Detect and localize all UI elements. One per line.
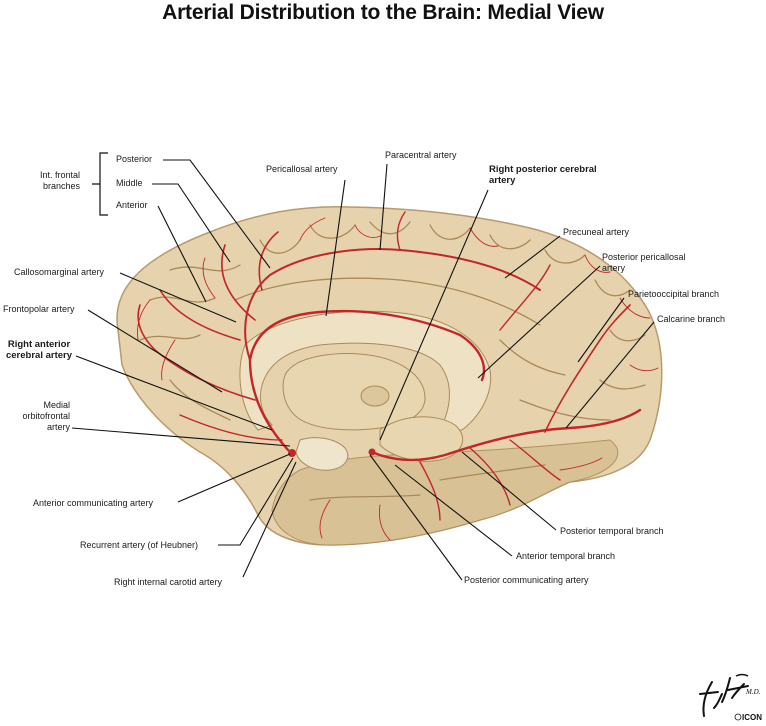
leader-posterior-pericallosal <box>477 265 601 379</box>
label-rpc-line1: Right posterior cerebral <box>489 164 597 175</box>
label-posterior-temporal-branch: Posterior temporal branch <box>560 526 664 536</box>
paracentral-artery-path <box>396 211 406 251</box>
label-pp-line1: Posterior pericallosal <box>602 252 686 262</box>
label-paracentral-artery: Paracentral artery <box>385 150 457 160</box>
posterior-cerebral-artery-path <box>370 408 642 462</box>
leader-right-internal-carotid <box>242 461 297 578</box>
leader-posterior-communicating <box>369 454 463 581</box>
label-right-anterior-cerebral-artery: Right anterior cerebral artery <box>0 339 78 361</box>
leader-parietooccipital <box>577 297 625 363</box>
leader-lines <box>71 159 655 581</box>
precuneal-artery-path <box>499 264 551 331</box>
label-parietooccipital-branch: Parietooccipital branch <box>628 289 720 299</box>
label-frontopolar-artery: Frontopolar artery <box>3 304 75 314</box>
leader-anterior-communicating <box>177 453 291 503</box>
label-anterior: Anterior <box>116 200 148 210</box>
optic-chiasm <box>295 437 349 471</box>
leader-paracentral <box>379 163 388 251</box>
label-precuneal-artery: Precuneal artery <box>563 227 630 237</box>
label-right-posterior-cerebral-artery: Right posterior cerebral artery <box>489 164 597 186</box>
brain-hemisphere <box>116 205 663 546</box>
leader-recurrent <box>218 457 294 546</box>
label-anterior-temporal-branch: Anterior temporal branch <box>516 551 616 561</box>
label-int-frontal-line1: Int. frontal <box>39 170 80 180</box>
label-posterior: Posterior <box>116 154 153 164</box>
leader-pericallosal <box>325 179 346 317</box>
label-rac-line1: Right anterior <box>7 339 71 350</box>
leader-medial-orbitofrontal <box>71 427 291 447</box>
int-frontal-bracket <box>92 152 108 216</box>
leader-frontopolar <box>87 309 223 393</box>
thalamus <box>282 353 426 431</box>
label-anterior-communicating-artery: Anterior communicating artery <box>33 498 154 508</box>
leader-anterior <box>157 205 207 303</box>
leader-anterior-temporal <box>394 464 513 557</box>
interthalamic-adhesion <box>360 385 390 407</box>
svg-text:M.D.: M.D. <box>745 688 761 696</box>
leader-right-anterior-cerebral <box>75 355 273 431</box>
label-rac-line2: cerebral artery <box>5 350 73 361</box>
parietooccipital-branch-path <box>544 304 631 433</box>
leader-middle <box>152 183 231 263</box>
sulci <box>139 221 646 501</box>
label-int-frontal-branches: Int. frontal branches <box>18 170 80 192</box>
brainstem-section <box>379 416 464 462</box>
medial-orbitofrontal-path <box>179 414 283 441</box>
label-pericallosal-artery: Pericallosal artery <box>266 164 338 174</box>
netter-signature-logo: M.D. ICON <box>699 673 762 722</box>
label-mo-line2: orbitofrontal <box>22 411 70 421</box>
label-medial-orbitofrontal-artery: Medial orbitofrontal artery <box>10 400 70 433</box>
label-right-internal-carotid-artery: Right internal carotid artery <box>114 577 223 587</box>
label-pp-line2: artery <box>602 263 626 273</box>
label-posterior-communicating-artery: Posterior communicating artery <box>464 575 589 585</box>
label-recurrent-artery: Recurrent artery (of Heubner) <box>80 540 199 550</box>
leader-posterior <box>163 159 271 269</box>
leader-right-posterior-cerebral <box>379 189 489 441</box>
label-posterior-pericallosal-artery: Posterior pericallosal artery <box>602 252 686 274</box>
label-calcarine-branch: Calcarine branch <box>657 314 726 324</box>
callosomarginal-artery-path <box>244 248 541 361</box>
label-callosomarginal-artery: Callosomarginal artery <box>14 267 105 277</box>
leader-calcarine <box>565 321 655 429</box>
label-middle: Middle <box>116 178 143 188</box>
label-mo-line1: Medial <box>43 400 70 410</box>
leader-posterior-temporal <box>461 451 557 531</box>
page-title: Arterial Distribution to the Brain: Medi… <box>162 1 604 24</box>
leader-precuneal <box>504 235 561 279</box>
label-rpc-line2: artery <box>489 175 516 186</box>
posterior-communicating-stump <box>368 448 376 456</box>
label-int-frontal-line2: branches <box>42 181 80 191</box>
carotid-stump <box>288 449 296 457</box>
corpus-callosum <box>239 310 492 431</box>
pericallosal-artery-path <box>248 309 486 452</box>
label-mo-line3: artery <box>46 422 70 432</box>
leader-callosomarginal <box>119 272 237 323</box>
temporal-branches-path <box>419 439 561 521</box>
arterioles <box>137 217 659 541</box>
svg-text:ICON: ICON <box>742 713 762 722</box>
